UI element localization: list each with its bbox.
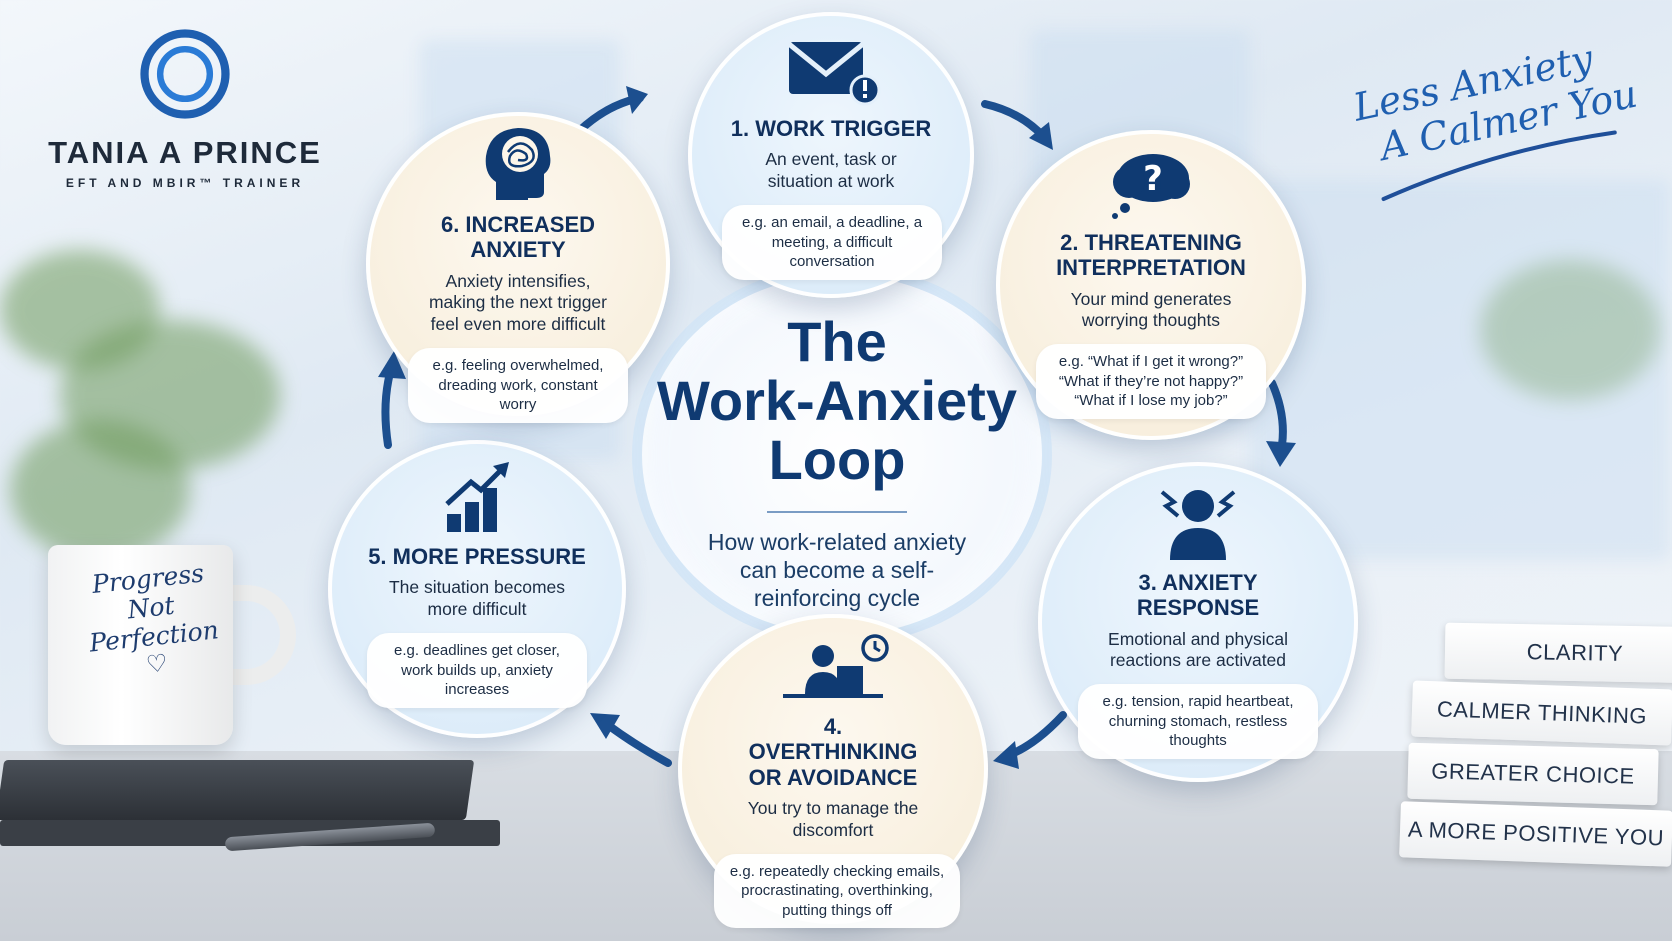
stage-title: 2. THREATENING INTERPRETATION bbox=[1056, 230, 1246, 281]
stage-description: You try to manage the discomfort bbox=[747, 797, 919, 840]
stage-6-increased-anxiety: 6. INCREASED ANXIETY Anxiety intensifies… bbox=[366, 112, 670, 423]
loop-center: The Work-Anxiety Loop How work-related a… bbox=[612, 255, 1062, 645]
stage-1-work-trigger: 1. WORK TRIGGER An event, task or situat… bbox=[688, 12, 974, 298]
stage-description: Your mind generates worrying thoughts bbox=[1070, 288, 1232, 331]
stage-example: e.g. feeling overwhelmed, dreading work,… bbox=[408, 348, 628, 423]
laptop bbox=[0, 760, 475, 820]
thought-cloud-question-icon: ? bbox=[1034, 152, 1268, 220]
loop-title: The Work-Anxiety Loop bbox=[657, 310, 1017, 491]
loop-subtitle: How work-related anxiety can become a se… bbox=[707, 529, 967, 611]
stage-description: Emotional and physical reactions are act… bbox=[1108, 628, 1288, 671]
book-a-more-positive-you: A MORE POSITIVE YOU bbox=[1399, 801, 1672, 867]
arrow-4-to-5 bbox=[590, 713, 672, 767]
svg-text:?: ? bbox=[1143, 159, 1163, 199]
arrow-2-to-3 bbox=[1266, 379, 1296, 467]
mug-slogan: Progress Not Perfection ♡ bbox=[79, 558, 225, 685]
stage-example: e.g. deadlines get closer, work builds u… bbox=[367, 633, 587, 708]
brand-name: TANIA A PRINCE bbox=[48, 135, 322, 170]
stage-description: The situation becomes more difficult bbox=[388, 577, 566, 620]
title-divider bbox=[767, 511, 907, 514]
mug bbox=[48, 545, 233, 745]
stage-title: 3. ANXIETY RESPONSE bbox=[1136, 570, 1260, 621]
arrow-3-to-4 bbox=[993, 711, 1067, 769]
person-at-desk-clock-icon bbox=[714, 634, 952, 704]
stage-description: An event, task or situation at work bbox=[765, 149, 897, 192]
book-calmer-thinking: CALMER THINKING bbox=[1411, 680, 1672, 746]
stage-title: 1. WORK TRIGGER bbox=[730, 116, 932, 141]
stage-title: 4. OVERTHINKING OR AVOIDANCE bbox=[748, 714, 918, 790]
stage-description: Anxiety intensifies, making the next tri… bbox=[428, 270, 607, 335]
arrow-1-to-2 bbox=[981, 100, 1053, 150]
tangled-mind-head-icon bbox=[402, 128, 634, 202]
stage-4-overthinking-avoidance: 4. OVERTHINKING OR AVOIDANCE You try to … bbox=[678, 614, 988, 929]
brand-logo: TANIA A PRINCE EFT AND MBIR™ TRAINER bbox=[30, 28, 340, 190]
book-clarity: CLARITY bbox=[1444, 622, 1672, 684]
stage-example: e.g. repeatedly checking emails, procras… bbox=[714, 853, 960, 929]
stage-title: 5. MORE PRESSURE bbox=[368, 544, 586, 569]
stage-3-anxiety-response: 3. ANXIETY RESPONSE Emotional and physic… bbox=[1038, 462, 1358, 782]
arrow-5-to-6 bbox=[378, 351, 406, 449]
rising-bar-chart-icon bbox=[362, 462, 592, 534]
slogan: Less Anxiety A Calmer You bbox=[1349, 25, 1671, 216]
book-greater-choice: GREATER CHOICE bbox=[1407, 742, 1659, 806]
stage-2-threatening-interpretation: ? 2. THREATENING INTERPRETATION Your min… bbox=[996, 130, 1306, 440]
stage-example: e.g. an email, a deadline, a meeting, a … bbox=[722, 205, 942, 280]
stressed-person-icon bbox=[1078, 490, 1318, 560]
brand-tagline: EFT AND MBIR™ TRAINER bbox=[65, 176, 305, 190]
underline-swoosh-icon bbox=[1381, 130, 1617, 202]
stage-example: e.g. “What if I get it wrong?” “What if … bbox=[1036, 344, 1266, 419]
stage-title: 6. INCREASED ANXIETY bbox=[440, 212, 596, 263]
email-alert-icon bbox=[722, 38, 940, 106]
stage-example: e.g. tension, rapid heartbeat, churning … bbox=[1078, 684, 1318, 759]
stage-5-more-pressure: 5. MORE PRESSURE The situation becomes m… bbox=[328, 440, 626, 738]
concentric-rings-icon bbox=[140, 29, 230, 119]
